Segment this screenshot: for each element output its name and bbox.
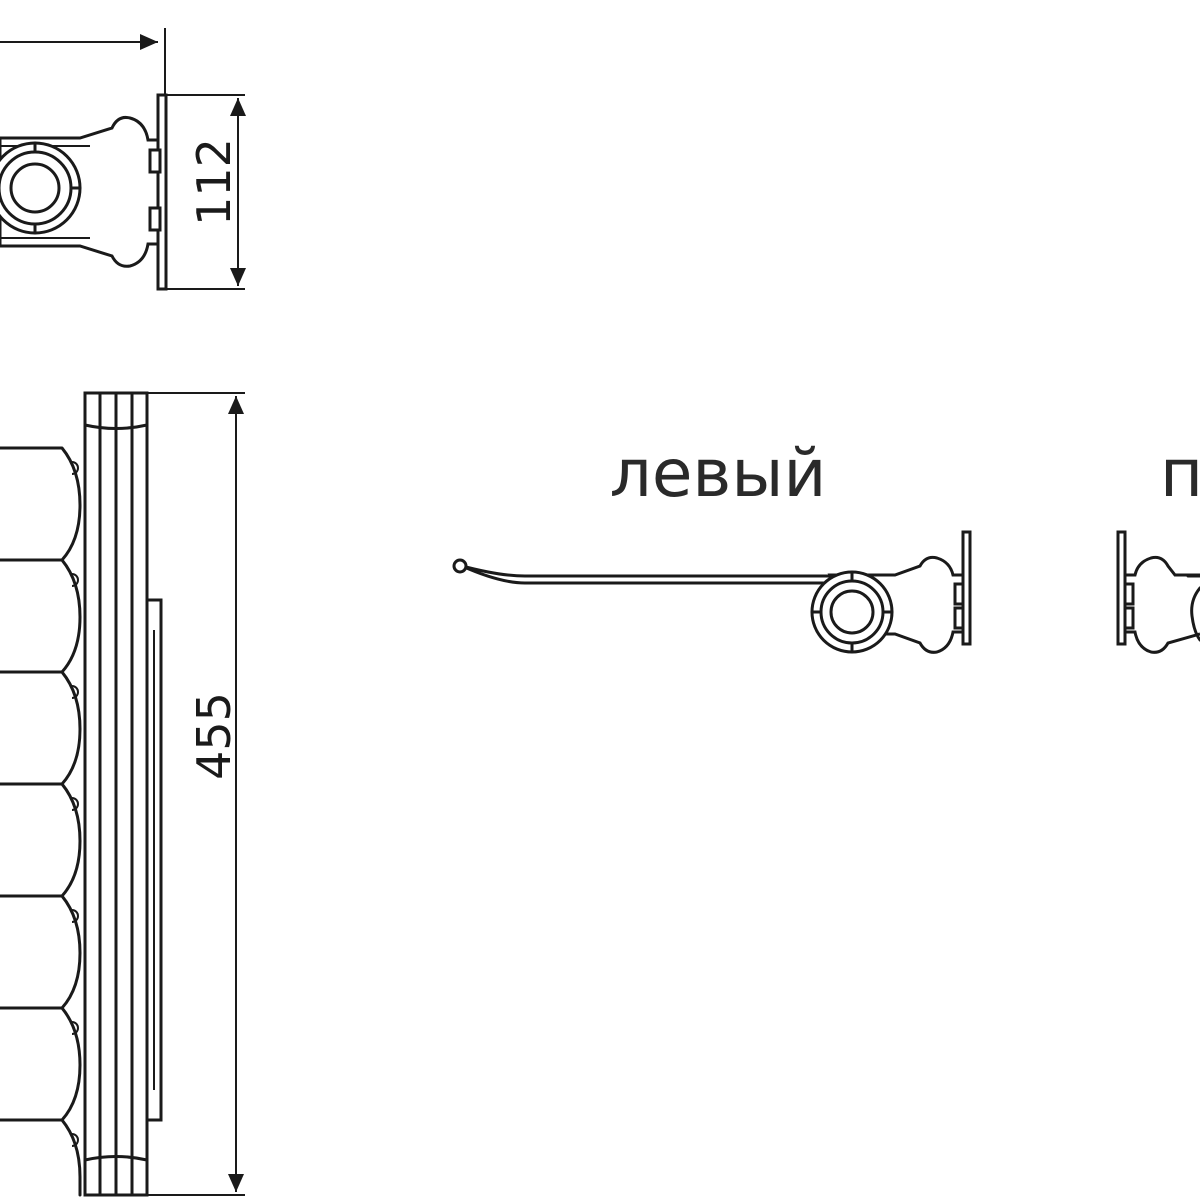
top-view-hinge-inner bbox=[9, 162, 61, 214]
left-variant-arm-tip bbox=[452, 558, 468, 574]
hook-loop bbox=[0, 558, 82, 674]
right-variant-clip-upper bbox=[1123, 582, 1135, 606]
top-view: 112 bbox=[0, 28, 246, 291]
right-variant: п bbox=[1116, 435, 1200, 654]
right-variant-housing bbox=[1123, 555, 1200, 654]
top-view-clip-lower bbox=[148, 206, 162, 232]
right-variant-label: п bbox=[1160, 435, 1200, 512]
hook-loop bbox=[0, 894, 82, 1010]
hook-loops bbox=[0, 446, 82, 1197]
left-variant-clip-lower bbox=[953, 606, 965, 630]
dimension-label-455: 455 bbox=[187, 692, 241, 780]
left-variant-hinge-inner bbox=[829, 589, 875, 635]
dimension-label-112: 112 bbox=[187, 138, 241, 226]
hook-loop bbox=[0, 782, 82, 898]
left-variant-arm bbox=[460, 564, 882, 578]
hook-loop bbox=[0, 670, 82, 786]
left-variant-label: левый bbox=[610, 435, 827, 512]
top-view-clip-upper bbox=[148, 148, 162, 174]
right-variant-clip-lower bbox=[1123, 606, 1135, 630]
hook-loop bbox=[0, 1006, 82, 1122]
front-view: 455 bbox=[0, 391, 245, 1197]
left-variant-hinge-outer bbox=[810, 570, 894, 654]
right-variant-hinge-partial bbox=[1190, 586, 1200, 642]
hook-loop bbox=[0, 1118, 82, 1197]
left-variant: левый bbox=[452, 435, 972, 654]
left-variant-clip-upper bbox=[953, 582, 965, 606]
hook-loop bbox=[0, 446, 82, 562]
